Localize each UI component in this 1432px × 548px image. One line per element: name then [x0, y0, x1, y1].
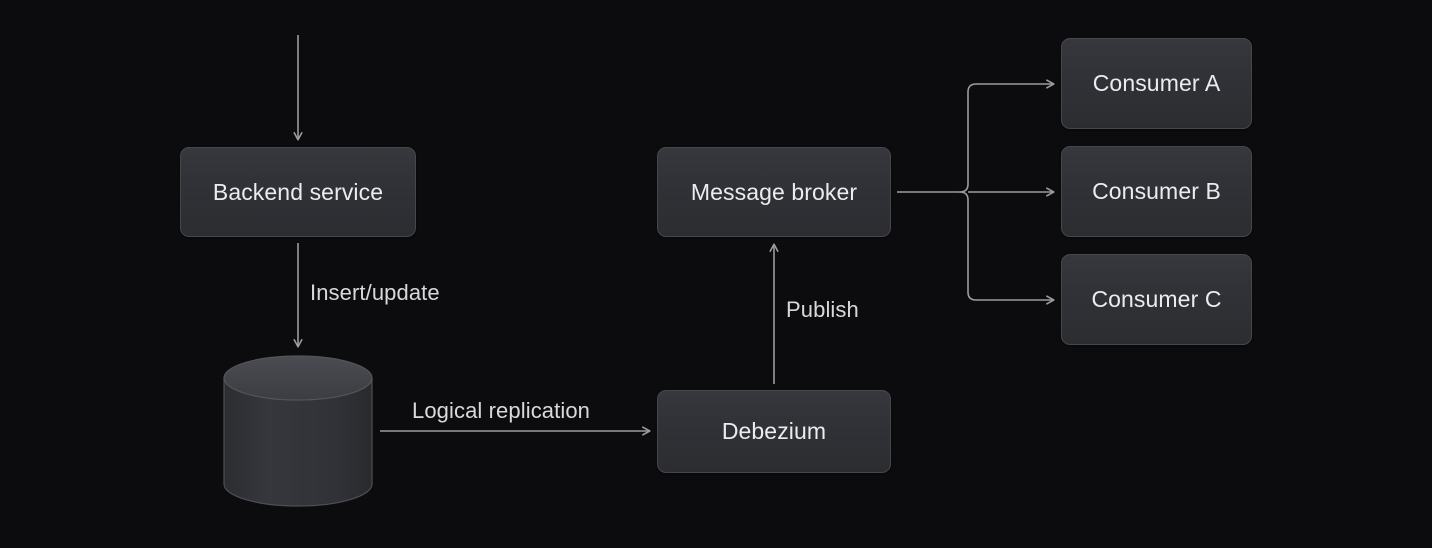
node-message-broker-label: Message broker	[690, 178, 858, 205]
edge-label-publish: Publish	[786, 297, 859, 323]
node-consumer-c[interactable]: Consumer C	[1061, 254, 1252, 345]
node-consumer-a[interactable]: Consumer A	[1061, 38, 1252, 129]
edge-label-logical-replication: Logical replication	[412, 398, 590, 424]
node-debezium-label: Debezium	[721, 418, 827, 444]
edge-label-insert-update-text: Insert/update	[310, 280, 440, 305]
node-consumer-a-label: Consumer A	[1092, 70, 1221, 96]
node-debezium[interactable]: Debezium	[657, 390, 891, 473]
node-consumer-b[interactable]: Consumer B	[1061, 146, 1252, 237]
edge-label-logical-replication-text: Logical replication	[412, 398, 591, 423]
edge-label-publish-text: Publish	[786, 297, 859, 322]
edge-label-insert-update: Insert/update	[310, 280, 440, 306]
database-cylinder	[223, 355, 373, 507]
node-backend-service[interactable]: Backend service	[180, 147, 416, 237]
edge-broker-fanout-trunk	[897, 83, 977, 301]
node-backend-service-label: Backend service	[212, 178, 384, 205]
node-message-broker[interactable]: Message broker	[657, 147, 891, 237]
node-consumer-b-label: Consumer B	[1092, 178, 1221, 204]
node-consumer-c-label: Consumer C	[1091, 286, 1222, 312]
